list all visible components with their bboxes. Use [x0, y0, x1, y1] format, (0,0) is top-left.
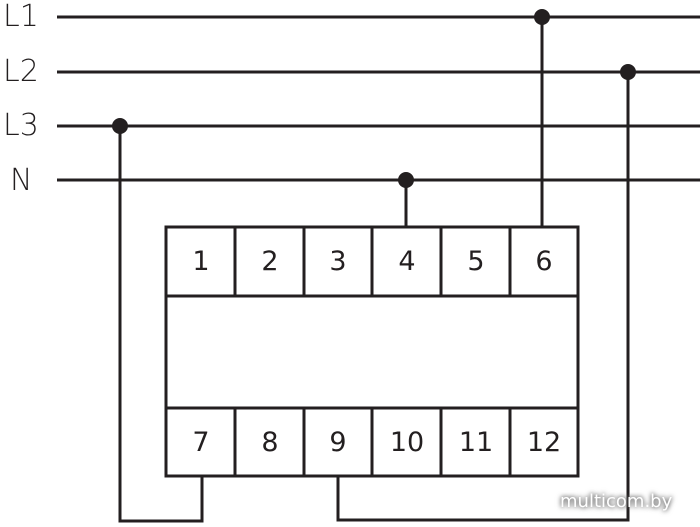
wire-l3-to-7 — [118, 126, 204, 523]
terminal-2: 2 — [261, 246, 279, 277]
terminal-9: 9 — [329, 427, 347, 458]
line-label-l2: L2 — [3, 54, 39, 89]
terminal-5: 5 — [467, 246, 485, 277]
terminal-11: 11 — [458, 427, 494, 458]
terminal-6: 6 — [535, 246, 553, 277]
wire-l2-to-9 — [336, 72, 630, 522]
terminal-8: 8 — [261, 427, 279, 458]
terminal-12: 12 — [526, 427, 562, 458]
terminal-dividers — [233, 227, 512, 476]
junction-dot-l3 — [112, 118, 128, 134]
line-label-l1: L1 — [3, 0, 39, 34]
terminal-10: 10 — [389, 427, 425, 458]
line-label-l3: L3 — [3, 108, 39, 143]
junction-dot-n — [398, 172, 414, 188]
terminal-4: 4 — [398, 246, 416, 277]
terminal-7: 7 — [192, 427, 210, 458]
terminal-1: 1 — [192, 246, 210, 277]
junction-dot-l2 — [620, 64, 636, 80]
junction-dot-l1 — [534, 9, 550, 25]
terminal-3: 3 — [329, 246, 347, 277]
watermark: multicom.by — [560, 491, 673, 512]
line-label-n: N — [10, 163, 33, 198]
